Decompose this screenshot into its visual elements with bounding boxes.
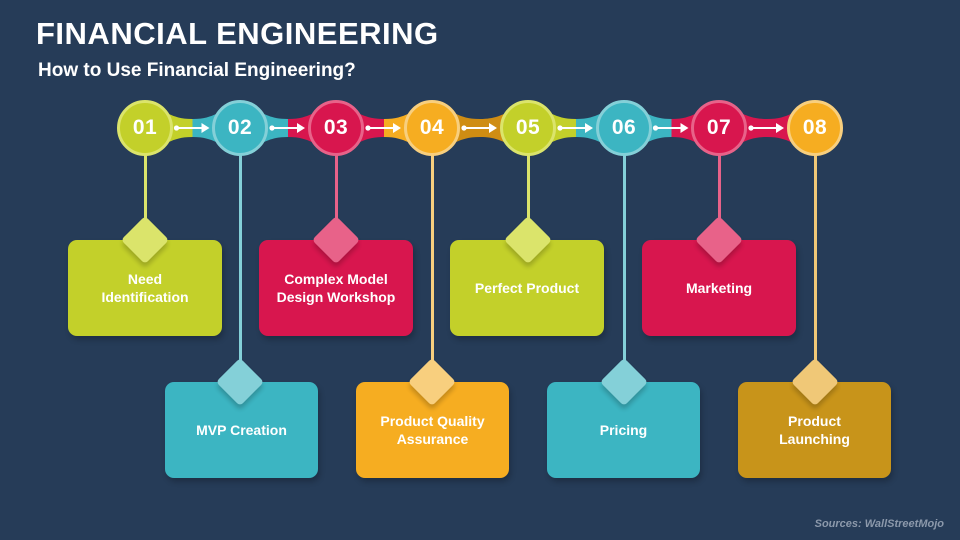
stem-07 <box>717 152 721 244</box>
step-card-label-07: Marketing <box>685 279 753 296</box>
step-circle-04[interactable]: 04 <box>404 100 460 156</box>
step-circle-05[interactable]: 05 <box>500 100 556 156</box>
step-circle-01[interactable]: 01 <box>117 100 173 156</box>
arrow-05-to-06 <box>557 123 593 133</box>
step-circle-02[interactable]: 02 <box>212 100 268 156</box>
step-number-02: 02 <box>227 116 253 139</box>
arrow-01-to-02 <box>173 123 210 133</box>
arrow-06-to-07 <box>652 123 689 133</box>
stem-04 <box>430 152 434 386</box>
step-number-05: 05 <box>515 116 541 139</box>
step-number-01: 01 <box>132 116 158 139</box>
step-number-04: 04 <box>419 116 445 139</box>
step-number-06: 06 <box>611 116 637 139</box>
step-card-label-05: Perfect Product <box>474 279 580 296</box>
step-circle-06[interactable]: 06 <box>596 100 652 156</box>
arrow-02-to-03 <box>269 123 305 133</box>
stem-08 <box>813 152 817 386</box>
page-title: FINANCIAL ENGINEERING <box>36 16 439 51</box>
step-card-label-08: Product Launching <box>779 412 850 447</box>
source-credit: Sources: WallStreetMojo <box>814 518 944 530</box>
stem-02 <box>238 152 242 386</box>
step-number-03: 03 <box>323 116 349 139</box>
step-card-label-03: Complex Model Design Workshop <box>276 270 396 305</box>
step-number-07: 07 <box>706 116 732 139</box>
stem-05 <box>526 152 530 244</box>
step-number-08: 08 <box>802 116 828 139</box>
page-subtitle: How to Use Financial Engineering? <box>38 60 356 81</box>
stem-03 <box>334 152 338 244</box>
step-card-label-04: Product Quality Assurance <box>380 412 485 447</box>
step-circle-08[interactable]: 08 <box>787 100 843 156</box>
stem-06 <box>622 152 626 386</box>
stem-01 <box>143 152 147 244</box>
arrow-03-to-04 <box>365 123 401 133</box>
step-card-label-06: Pricing <box>599 421 648 438</box>
step-circle-07[interactable]: 07 <box>691 100 747 156</box>
step-circle-03[interactable]: 03 <box>308 100 364 156</box>
step-card-label-01: Need Identification <box>101 270 189 305</box>
arrow-04-to-05 <box>461 123 497 133</box>
arrow-07-to-08 <box>748 123 784 133</box>
step-card-label-02: MVP Creation <box>196 421 287 438</box>
